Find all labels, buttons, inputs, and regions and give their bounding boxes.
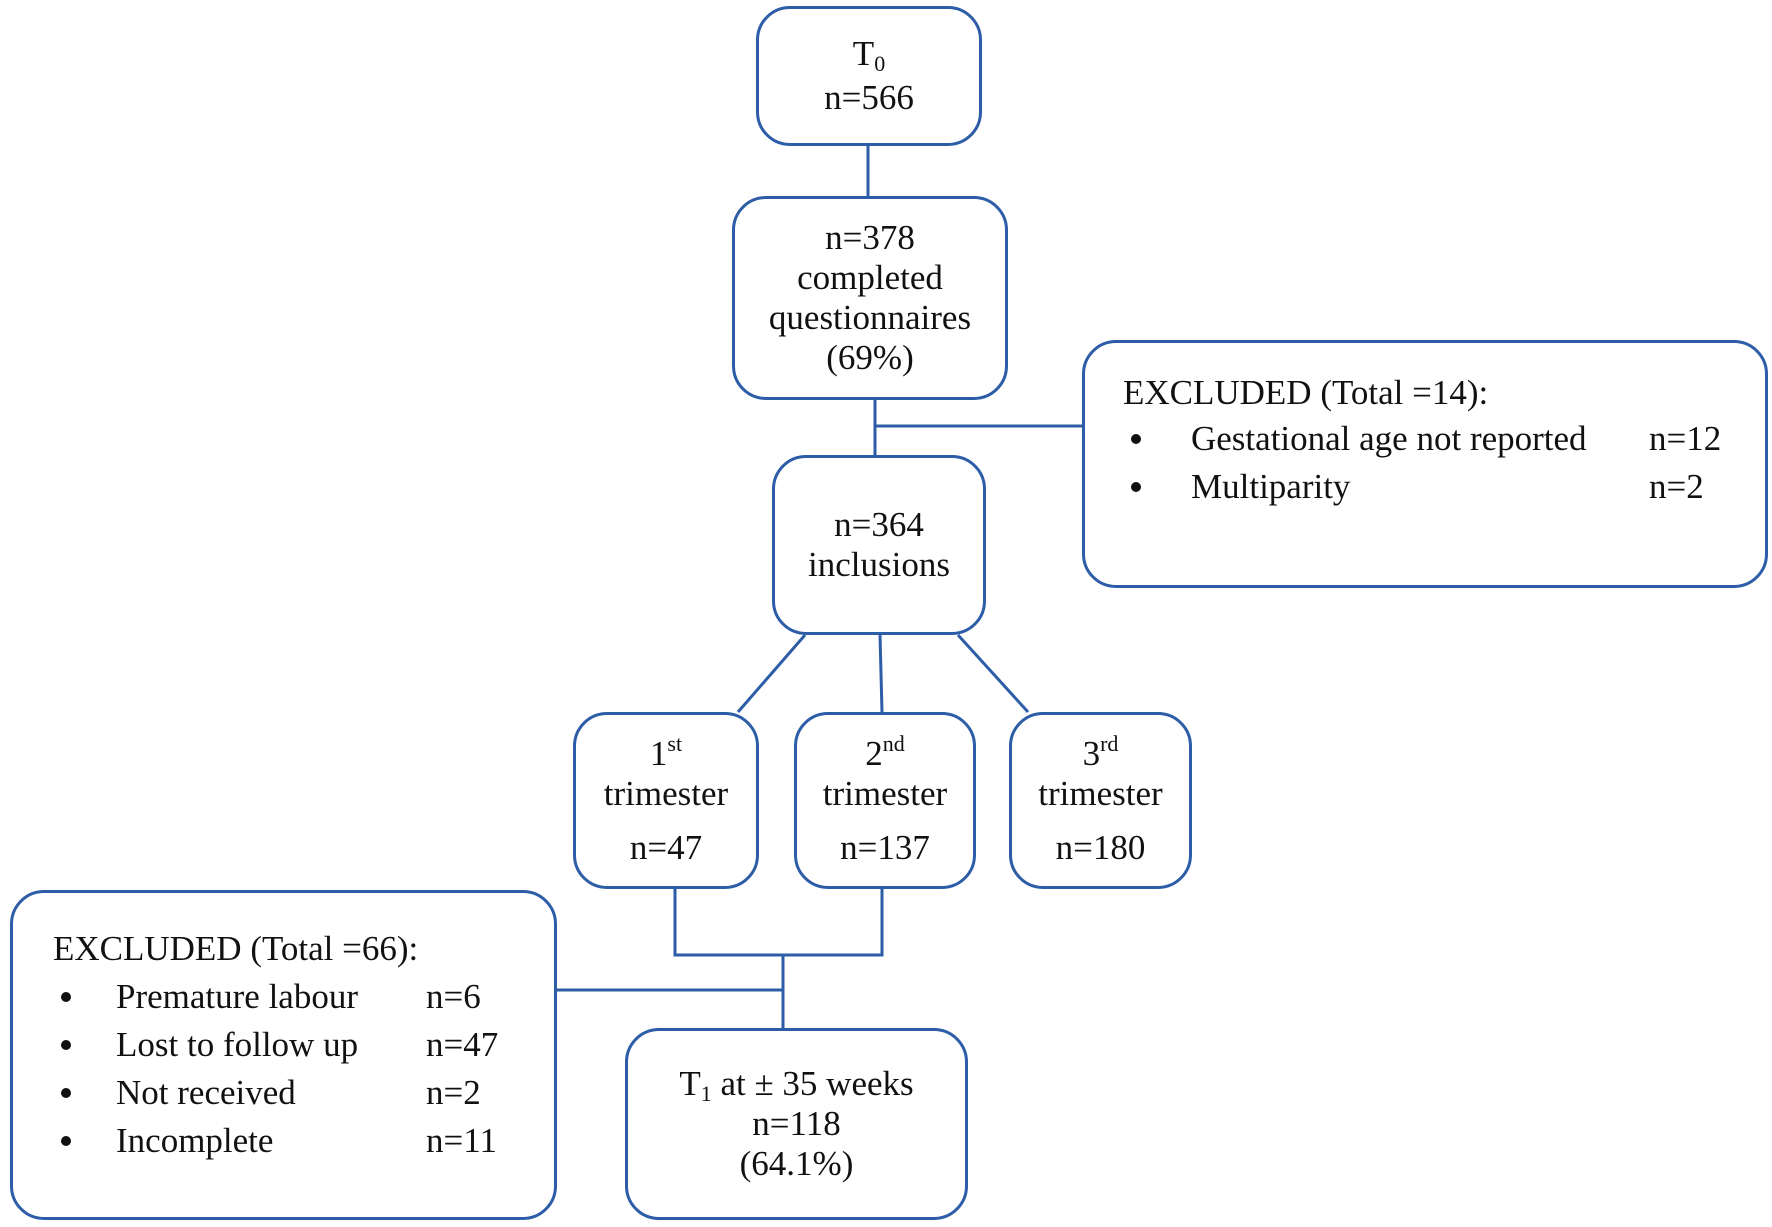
excluded-bottom-item-count: n=11 [426, 1121, 497, 1160]
inclusions-box: n=364 inclusions [772, 455, 986, 635]
trimester-1-suffix: st [667, 730, 683, 756]
connector-inclusions-tri3 [956, 633, 1030, 714]
completed-line1: completed [797, 258, 943, 297]
excluded-bottom-item: Incomplete n=11 [53, 1117, 554, 1165]
t1-label: T1 at ± 35 weeks [679, 1064, 914, 1106]
t1-weeks: at ± 35 weeks [711, 1064, 914, 1103]
excluded-bottom-item-label: Premature labour [116, 977, 358, 1016]
bullet-icon [61, 1136, 71, 1146]
excluded-bottom-item-label: Lost to follow up [116, 1025, 359, 1064]
trimester-3-box: 3rd trimester n=180 [1009, 712, 1192, 889]
t1-count: n=118 [752, 1104, 841, 1143]
excluded-bottom-title: EXCLUDED (Total =66): [53, 929, 419, 968]
trimester-2-label: trimester [822, 773, 948, 813]
trimester-2-count: n=137 [840, 827, 930, 867]
trimester-1-box: 1st trimester n=47 [573, 712, 759, 889]
excluded-bottom-item: Not received n=2 [53, 1069, 554, 1117]
t1-pct: (64.1%) [739, 1144, 854, 1183]
completed-count: n=378 [825, 218, 915, 257]
t1-subscript: 1 [700, 1081, 712, 1106]
t1-box: T1 at ± 35 weeks n=118 (64.1%) [625, 1028, 968, 1220]
trimester-1-label: trimester [603, 773, 729, 813]
bullet-icon [1131, 434, 1141, 444]
completed-box: n=378 completed questionnaires (69%) [732, 196, 1008, 400]
trimester-2-box: 2nd trimester n=137 [794, 712, 976, 889]
t0-label-text: T [852, 34, 875, 73]
excluded-bottom-item-count: n=2 [426, 1073, 481, 1112]
t0-count: n=566 [824, 78, 914, 117]
t0-box: T0 n=566 [756, 6, 982, 146]
trimester-3-ordinal: 3rd [1082, 730, 1119, 774]
trimester-2-suffix: nd [882, 730, 905, 756]
excluded-bottom-item-count: n=47 [426, 1025, 499, 1064]
excluded-bottom-item: Lost to follow up n=47 [53, 1021, 554, 1069]
excluded-top-box: EXCLUDED (Total =14): Gestational age no… [1082, 340, 1768, 588]
excluded-bottom-item-label: Not received [116, 1073, 296, 1112]
completed-pct: (69%) [826, 338, 914, 377]
excluded-top-item-label: Multiparity [1191, 467, 1351, 506]
bullet-icon [61, 992, 71, 1002]
inclusions-label: inclusions [808, 545, 950, 584]
connector-tri1-tri2-merge [673, 889, 884, 957]
excluded-top-item: Gestational age not reported n=12 [1123, 415, 1765, 463]
trimester-2-ordinal: 2nd [865, 730, 905, 774]
inclusions-count: n=364 [834, 505, 924, 544]
trimester-3-count: n=180 [1055, 827, 1146, 867]
excluded-bottom-box: EXCLUDED (Total =66): Premature labour n… [10, 890, 557, 1220]
t0-label: T0 [852, 34, 886, 76]
trimester-1-number: 1 [649, 733, 668, 773]
t0-subscript: 0 [874, 51, 886, 76]
excluded-top-item-label: Gestational age not reported [1191, 419, 1587, 458]
excluded-bottom-item-count: n=6 [426, 977, 481, 1016]
excluded-top-item: Multiparity n=2 [1123, 463, 1765, 511]
excluded-top-title: EXCLUDED (Total =14): [1123, 373, 1489, 412]
trimester-2-number: 2 [865, 733, 883, 773]
trimester-3-number: 3 [1082, 733, 1101, 773]
connector-inclusions-tri1 [736, 634, 807, 713]
bullet-icon [61, 1040, 71, 1050]
t1-label-text: T [679, 1064, 701, 1103]
bullet-icon [61, 1088, 71, 1098]
trimester-1-count: n=47 [629, 827, 703, 867]
excluded-bottom-item-label: Incomplete [116, 1121, 274, 1160]
connector-inclusions-tri2 [878, 634, 884, 713]
completed-line2: questionnaires [768, 298, 972, 337]
trimester-3-suffix: rd [1100, 730, 1119, 756]
trimester-3-label: trimester [1038, 773, 1163, 813]
excluded-top-item-count: n=12 [1649, 419, 1722, 458]
trimester-1-ordinal: 1st [649, 730, 683, 774]
excluded-top-item-count: n=2 [1649, 467, 1704, 506]
excluded-bottom-item: Premature labour n=6 [53, 973, 554, 1021]
bullet-icon [1131, 482, 1141, 492]
